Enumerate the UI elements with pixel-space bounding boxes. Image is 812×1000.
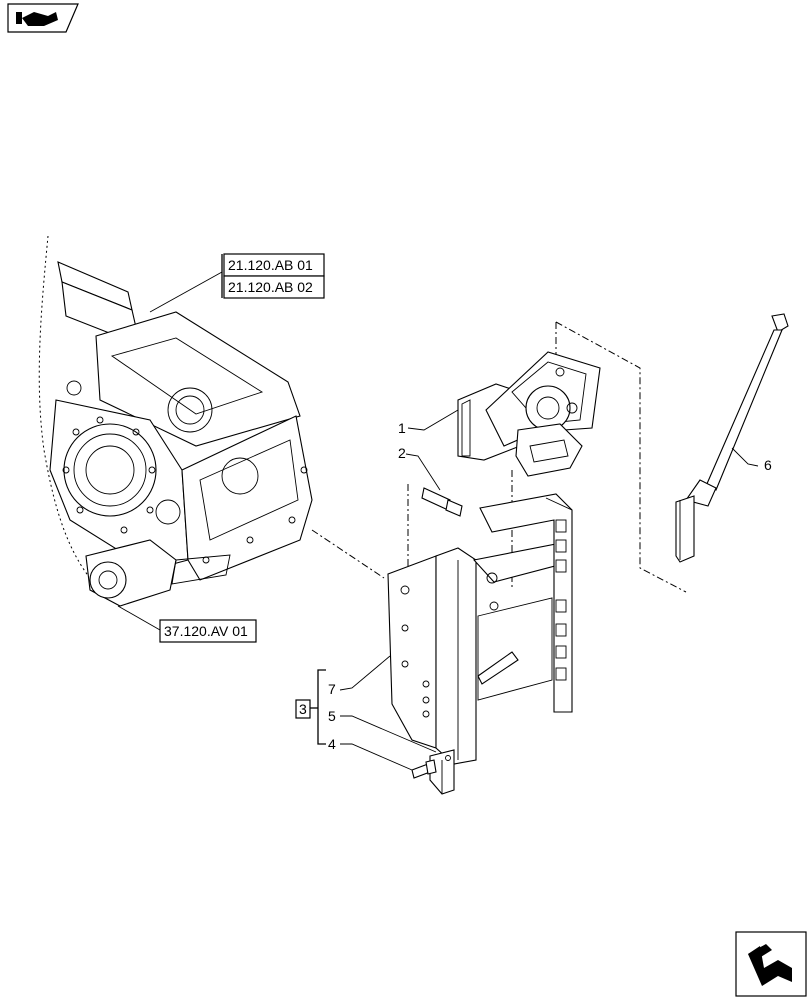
bolt-drawing (421, 487, 463, 517)
callout-5: 5 (328, 708, 336, 724)
tow-hook-assembly-drawing (457, 351, 601, 477)
previous-page-icon[interactable] (7, 3, 79, 33)
callout-6: 6 (764, 457, 772, 473)
hitch-pin-drawing (675, 313, 789, 563)
drawbar-frame-drawing (387, 493, 573, 765)
reference-box-gearbox[interactable]: 21.120.AB 01 21.120.AB 02 (221, 253, 325, 299)
next-page-icon[interactable] (735, 931, 807, 997)
callout-4: 4 (328, 736, 336, 752)
callout-3: 3 (299, 701, 307, 717)
transmission-housing-drawing (38, 235, 313, 607)
bracket-drawing (429, 749, 455, 795)
reference-gearbox-b: 21.120.AB 02 (228, 279, 313, 295)
callout-3-box: 3 (295, 699, 311, 719)
reference-axle: 37.120.AV 01 (164, 623, 248, 639)
callout-7: 7 (328, 681, 336, 697)
reference-gearbox-a: 21.120.AB 01 (228, 257, 313, 273)
reference-box-axle[interactable]: 37.120.AV 01 (159, 619, 257, 643)
callout-2: 2 (398, 445, 406, 461)
callout-1: 1 (398, 420, 406, 436)
screw-drawing (411, 759, 437, 779)
